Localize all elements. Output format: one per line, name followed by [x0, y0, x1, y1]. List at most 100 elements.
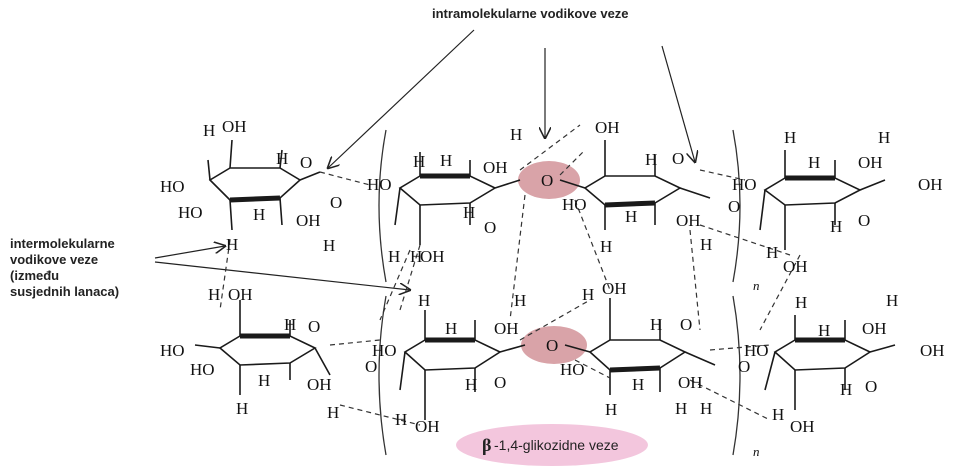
- atom-label-OH: OH: [222, 117, 247, 136]
- atom-label-H: H: [878, 128, 890, 147]
- atom-label-H: H: [795, 293, 807, 312]
- bottom-chain-atoms: H OH HO HO H H H O OH H O HO H H OH H H …: [160, 279, 945, 436]
- atom-label-OH: OH: [862, 319, 887, 338]
- atom-label-OH: OH: [783, 257, 808, 276]
- atom-label-HO: HO: [190, 360, 215, 379]
- intramolecular-label: intramolekularne vodikove veze: [432, 6, 629, 21]
- atom-label-H: H: [323, 236, 335, 255]
- atom-label-OH: OH: [790, 417, 815, 436]
- atom-label-O: O: [494, 373, 506, 392]
- atom-label-H: H: [410, 247, 422, 266]
- atom-label-H: H: [645, 150, 657, 169]
- arrows: [154, 29, 695, 290]
- atom-label-H: H: [226, 235, 238, 254]
- atom-label-H: H: [440, 151, 452, 170]
- atom-label-H: H: [700, 399, 712, 418]
- atom-label-O: O: [300, 153, 312, 172]
- atom-label-H: H: [284, 315, 296, 334]
- atom-label-H: H: [388, 247, 400, 266]
- intermolecular-line-4: susjednih lanaca): [10, 284, 120, 299]
- rings: [194, 139, 896, 420]
- atom-label-H: H: [465, 375, 477, 394]
- atom-label-H: H: [600, 237, 612, 256]
- atom-label-HO: HO: [160, 177, 185, 196]
- atom-label-HO: HO: [367, 175, 392, 194]
- atom-label-H: H: [830, 217, 842, 236]
- atom-label-OH: OH: [296, 211, 321, 230]
- atom-label-O: O: [546, 336, 558, 355]
- atom-label-HO: HO: [372, 341, 397, 360]
- intermolecular-label: intermolekularne vodikove veze (između s…: [10, 236, 160, 300]
- atom-label-H: H: [258, 371, 270, 390]
- atom-label-H: H: [413, 152, 425, 171]
- atom-label-OH: OH: [918, 175, 943, 194]
- atom-label-O: O: [365, 357, 377, 376]
- glycosidic-label: -1,4-glikozidne veze: [494, 437, 619, 453]
- atom-label-H: H: [675, 399, 687, 418]
- atom-label-H: H: [650, 315, 662, 334]
- atom-label-OH: OH: [420, 247, 445, 266]
- atom-label-HO: HO: [744, 341, 769, 360]
- atom-label-OH: OH: [307, 375, 332, 394]
- atom-label-H: H: [700, 235, 712, 254]
- atom-label-OH: OH: [415, 417, 440, 436]
- beta-symbol: β: [482, 435, 491, 455]
- atom-label-OH: OH: [595, 118, 620, 137]
- atom-label-H: H: [582, 285, 594, 304]
- atom-label-OH: OH: [858, 153, 883, 172]
- atom-label-OH: OH: [483, 158, 508, 177]
- atom-label-O: O: [330, 193, 342, 212]
- glycosidic-label-ellipse: [456, 424, 648, 466]
- atom-label-H: H: [445, 319, 457, 338]
- atom-label-H: H: [208, 285, 220, 304]
- atom-label-H: H: [514, 291, 526, 310]
- atom-label-O: O: [858, 211, 870, 230]
- atom-label-OH: OH: [920, 341, 945, 360]
- atom-label-H: H: [463, 203, 475, 222]
- atom-label-OH: OH: [602, 279, 627, 298]
- atom-label-O: O: [484, 218, 496, 237]
- atom-label-H: H: [253, 205, 265, 224]
- atom-label-HO: HO: [732, 175, 757, 194]
- atom-label-H: H: [276, 149, 288, 168]
- hydrogen-bonds: [219, 124, 801, 426]
- atom-label-OH: OH: [494, 319, 519, 338]
- atom-label-OH: OH: [678, 373, 703, 392]
- atom-label-O: O: [680, 315, 692, 334]
- atom-label-H: H: [327, 403, 339, 422]
- n-top: n: [753, 278, 760, 293]
- atom-label-H: H: [510, 125, 522, 144]
- brackets: [378, 129, 741, 456]
- intermolecular-line-3: (između: [10, 268, 60, 283]
- atom-label-H: H: [236, 399, 248, 418]
- atom-label-H: H: [632, 375, 644, 394]
- glycosidic-o-highlight-top: [518, 161, 580, 199]
- atom-label-H: H: [766, 243, 778, 262]
- atom-label-O: O: [738, 357, 750, 376]
- atom-label-O: O: [865, 377, 877, 396]
- atom-label-HO: HO: [178, 203, 203, 222]
- atom-label-H: H: [772, 405, 784, 424]
- atom-label-H: H: [203, 121, 215, 140]
- intermolecular-line-1: intermolekularne: [10, 236, 115, 251]
- atom-label-H: H: [418, 291, 430, 310]
- atom-label-H: H: [605, 400, 617, 419]
- atom-label-H: H: [818, 321, 830, 340]
- atom-label-OH: OH: [228, 285, 253, 304]
- atom-label-H: H: [395, 410, 407, 429]
- glycosidic-o-highlight-bottom: [521, 326, 587, 364]
- n-bottom: n: [753, 444, 760, 459]
- atom-label-H: H: [625, 207, 637, 226]
- atom-label-HO: HO: [562, 195, 587, 214]
- top-chain-atoms: H OH HO HO H H H O OH H O HO H H OH H H …: [160, 117, 943, 276]
- atom-label-H: H: [784, 128, 796, 147]
- atom-label-O: O: [728, 197, 740, 216]
- atom-label-H: H: [808, 153, 820, 172]
- atom-label-O: O: [541, 171, 553, 190]
- atom-label-H: H: [840, 380, 852, 399]
- atom-label-O: O: [308, 317, 320, 336]
- atom-label-OH: OH: [676, 211, 701, 230]
- intermolecular-line-2: vodikove veze: [10, 252, 99, 267]
